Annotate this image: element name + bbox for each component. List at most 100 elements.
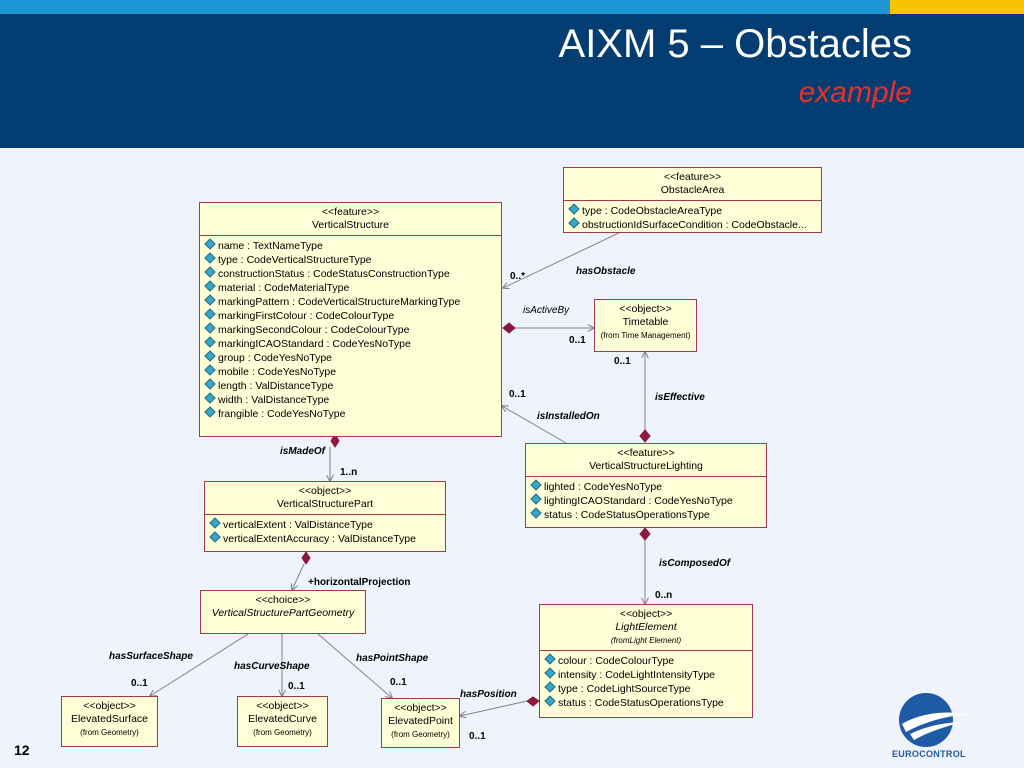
- class-name: ObstacleArea: [660, 184, 725, 196]
- attribute-row: colour : CodeColourType: [544, 653, 748, 668]
- obstacle-area-class[interactable]: <<feature>> ObstacleArea type : CodeObst…: [563, 167, 822, 233]
- vertical-structure-part-class[interactable]: <<object>> VerticalStructurePart vertica…: [204, 481, 446, 552]
- attribute-icon: [530, 493, 542, 505]
- has-point-shape-label: hasPointShape: [356, 653, 429, 664]
- logo-text: EUROCONTROL: [892, 749, 966, 759]
- is-composed-of-label: isComposedOf: [659, 558, 731, 569]
- attribute-icon: [204, 392, 216, 404]
- attribute-icon: [204, 266, 216, 278]
- attribute-row: markingICAOStandard : CodeYesNoType: [204, 336, 497, 351]
- is-effective-multiplicity: 0..1: [614, 356, 631, 367]
- horizontal-projection-label: +horizontalProjection: [308, 577, 411, 588]
- attribute-row: frangible : CodeYesNoType: [204, 406, 497, 421]
- class-name: VerticalStructureLighting: [589, 460, 703, 472]
- attribute-icon: [204, 294, 216, 306]
- vertical-structure-lighting-class[interactable]: <<feature>> VerticalStructureLighting li…: [525, 443, 767, 528]
- is-installed-on-connector: [502, 406, 567, 444]
- light-element-class[interactable]: <<object>> LightElement (fromLight Eleme…: [539, 604, 753, 718]
- has-obstacle-connector: [503, 221, 643, 288]
- attribute-icon: [544, 667, 556, 679]
- has-obstacle-label: hasObstacle: [576, 266, 636, 277]
- attribute-icon: [209, 517, 221, 529]
- attribute-icon: [204, 364, 216, 376]
- attribute-icon: [530, 507, 542, 519]
- attribute-icon: [204, 350, 216, 362]
- attribute-row: constructionStatus : CodeStatusConstruct…: [204, 266, 497, 281]
- attribute-icon: [204, 406, 216, 418]
- class-stereotype: <<object>>: [256, 700, 309, 712]
- has-point-shape-connector: [317, 633, 392, 698]
- attribute-icon: [568, 217, 580, 229]
- top-accent-bar: [0, 0, 890, 14]
- attribute-icon: [544, 653, 556, 665]
- attribute-row: mobile : CodeYesNoType: [204, 364, 497, 379]
- attribute-icon: [204, 280, 216, 292]
- attribute-row: type : CodeObstacleAreaType: [568, 203, 817, 218]
- attribute-icon: [209, 531, 221, 543]
- attribute-row: obstructionIdSurfaceCondition : CodeObst…: [568, 217, 817, 232]
- top-accent-bar-gold: [890, 0, 1024, 14]
- is-installed-on-multiplicity: 0..1: [509, 389, 526, 400]
- attribute-row: lightingICAOStandard : CodeYesNoType: [530, 493, 762, 508]
- attribute-icon: [204, 322, 216, 334]
- attribute-icon: [204, 336, 216, 348]
- eurocontrol-logo-icon: [899, 693, 968, 747]
- class-stereotype: <<feature>>: [663, 171, 722, 183]
- elevated-point-class[interactable]: <<object>> ElevatedPoint (from Geometry): [381, 698, 460, 748]
- has-surface-shape-multiplicity: 0..1: [131, 678, 148, 689]
- attribute-row: markingFirstColour : CodeColourType: [204, 308, 497, 323]
- class-stereotype: <<object>>: [619, 303, 672, 315]
- has-curve-shape-multiplicity: 0..1: [288, 681, 305, 692]
- attribute-icon: [568, 203, 580, 215]
- slide-title: AIXM 5 – Obstacles: [558, 22, 912, 66]
- class-name: LightElement: [615, 621, 677, 633]
- is-composed-of-aggregation-diamond: [639, 527, 651, 541]
- class-stereotype: <<object>>: [394, 702, 447, 714]
- class-stereotype: <<feature>>: [321, 206, 380, 218]
- class-name: ElevatedPoint: [388, 715, 453, 727]
- elevated-curve-class[interactable]: <<object>> ElevatedCurve (from Geometry): [237, 696, 328, 747]
- has-surface-shape-connector: [150, 633, 249, 696]
- attribute-row: status : CodeStatusOperationsType: [530, 507, 762, 522]
- has-point-shape-multiplicity: 0..1: [390, 677, 407, 688]
- horizontal-projection-connector: [292, 563, 305, 590]
- class-name: VerticalStructure: [311, 219, 390, 231]
- vertical-structure-class[interactable]: <<feature>> VerticalStructure name : Tex…: [199, 202, 502, 437]
- timetable-class[interactable]: <<object>> Timetable (from Time Manageme…: [594, 299, 697, 352]
- attribute-row: lighted : CodeYesNoType: [530, 479, 762, 494]
- part-geometry-choice-class[interactable]: <<choice>> VerticalStructurePartGeometry: [200, 590, 366, 634]
- slide-header: [0, 14, 1024, 148]
- class-name: VerticalStructurePart: [276, 498, 374, 510]
- attribute-row: type : CodeVerticalStructureType: [204, 252, 497, 267]
- attribute-row: intensity : CodeLightIntensityType: [544, 667, 748, 682]
- class-stereotype: <<feature>>: [617, 447, 675, 459]
- class-package: (fromLight Element): [610, 636, 682, 645]
- attribute-icon: [204, 238, 216, 250]
- attribute-row: width : ValDistanceType: [204, 392, 497, 407]
- class-stereotype: <<object>>: [298, 485, 352, 497]
- horizontal-projection-aggregation-diamond: [301, 551, 311, 565]
- class-name: ElevatedCurve: [248, 713, 317, 725]
- class-stereotype: <<object>>: [83, 700, 136, 712]
- elevated-surface-class[interactable]: <<object>> ElevatedSurface (from Geometr…: [61, 696, 158, 747]
- is-made-of-aggregation-diamond: [330, 432, 340, 448]
- is-made-of-multiplicity: 1..n: [340, 467, 358, 478]
- attribute-row: markingPattern : CodeVerticalStructureMa…: [204, 294, 497, 309]
- attribute-icon: [530, 479, 542, 491]
- class-stereotype: <<object>>: [619, 608, 673, 620]
- class-stereotype: <<choice>>: [255, 594, 311, 606]
- attribute-row: type : CodeLightSourceType: [544, 681, 748, 696]
- class-name: VerticalStructurePartGeometry: [211, 607, 355, 619]
- class-package: (from Geometry): [253, 728, 312, 737]
- attribute-row: material : CodeMaterialType: [204, 280, 497, 295]
- is-active-by-multiplicity: 0..1: [569, 335, 586, 346]
- has-position-multiplicity: 0..1: [469, 731, 486, 742]
- attribute-icon: [544, 681, 556, 693]
- attribute-icon: [204, 308, 216, 320]
- is-composed-of-multiplicity: 0..n: [655, 590, 673, 601]
- class-package: (from Time Management): [600, 331, 691, 340]
- page-number: 12: [14, 742, 30, 758]
- is-active-by-label: isActiveBy: [523, 305, 570, 316]
- class-name: ElevatedSurface: [70, 713, 149, 725]
- is-installed-on-label: isInstalledOn: [537, 411, 600, 422]
